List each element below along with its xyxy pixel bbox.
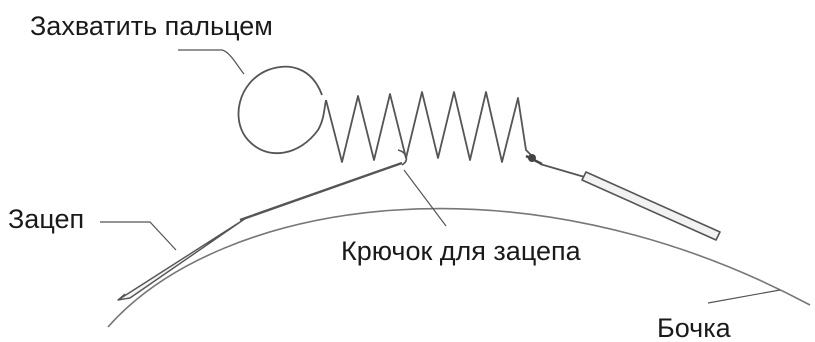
leader-barrel	[707, 289, 781, 304]
hook-wire	[239, 161, 403, 222]
label-barrel: Бочка	[657, 313, 731, 342]
barrel-curve	[107, 207, 811, 328]
hook-clip	[117, 217, 247, 301]
end-rod	[581, 171, 721, 241]
finger-loop	[237, 65, 327, 155]
label-clasp-hook: Крючок для зацепа	[341, 236, 581, 266]
spring-connector	[525, 154, 543, 166]
leader-clasp	[403, 169, 447, 227]
leader-grab	[178, 49, 245, 75]
spring-coils	[325, 91, 535, 163]
label-grab-with-finger: Захватить пальцем	[30, 11, 273, 41]
label-hook: Зацеп	[8, 204, 85, 234]
tail-wire	[539, 163, 589, 179]
leader-hook	[100, 221, 177, 251]
